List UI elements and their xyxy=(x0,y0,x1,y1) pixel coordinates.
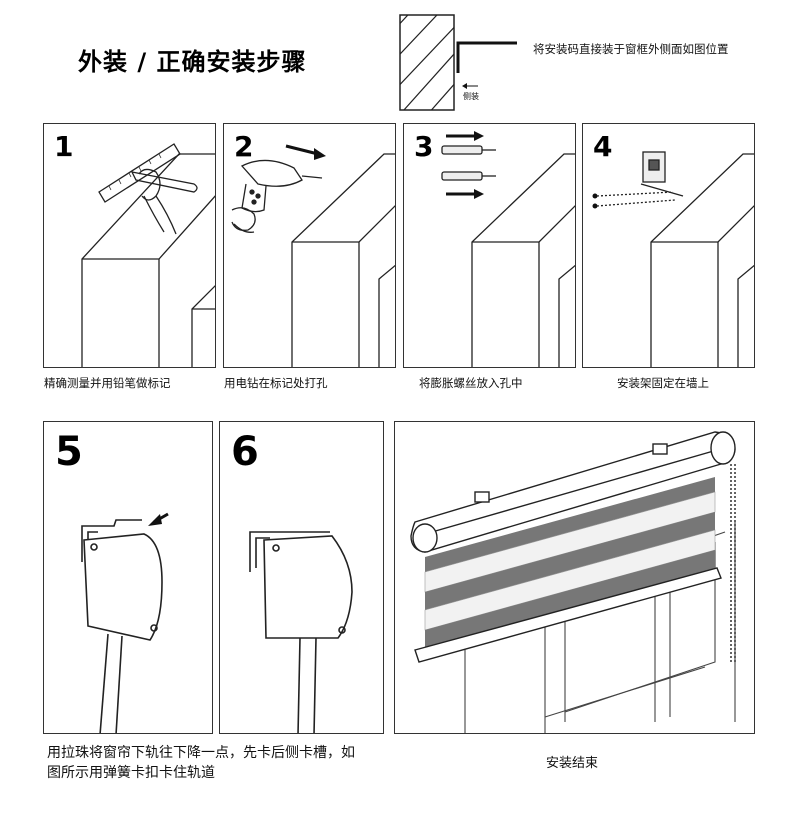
step-4-number: 4 xyxy=(593,130,613,163)
final-illustration xyxy=(410,431,736,733)
step-4-panel: 4 xyxy=(582,123,755,368)
step-1-caption: 精确测量并用铅笔做标记 xyxy=(44,376,171,390)
step-4-illustration xyxy=(592,151,754,367)
step-3-panel: 3 xyxy=(403,123,576,368)
step-3-number: 3 xyxy=(414,130,434,163)
step-6-panel: 6 xyxy=(219,421,384,734)
step-2-panel: 2 xyxy=(223,123,396,368)
step-5-panel: 5 xyxy=(43,421,213,734)
side-mount-label: 侧装 xyxy=(463,92,479,101)
page-title: 外装 / 正确安装步骤 xyxy=(78,48,307,76)
mounting-note: 将安装码直接装于窗框外侧面如图位置 xyxy=(533,42,729,56)
step-5-illustration xyxy=(81,512,169,733)
step-6-illustration xyxy=(249,531,353,733)
step-3-illustration xyxy=(441,131,575,367)
final-caption: 安装结束 xyxy=(546,756,599,771)
step-5-number: 5 xyxy=(55,429,83,475)
step-5-caption: 用拉珠将窗帘下轨往下降一点，先卡后侧卡槽，如图所示用弹簧卡扣卡住轨道 xyxy=(47,745,355,781)
step-2-caption: 用电钻在标记处打孔 xyxy=(224,376,328,390)
step-1-panel: 1 xyxy=(43,123,216,368)
step-2-number: 2 xyxy=(234,130,254,163)
step-4-caption: 安装架固定在墙上 xyxy=(617,376,709,390)
step-1-illustration xyxy=(81,143,215,367)
side-mount-diagram xyxy=(399,14,517,111)
step-1-number: 1 xyxy=(54,130,74,163)
step-6-number: 6 xyxy=(231,429,259,475)
step-3-caption: 将膨胀螺丝放入孔中 xyxy=(419,376,523,390)
step-2-illustration xyxy=(231,144,395,367)
final-panel xyxy=(394,421,755,734)
